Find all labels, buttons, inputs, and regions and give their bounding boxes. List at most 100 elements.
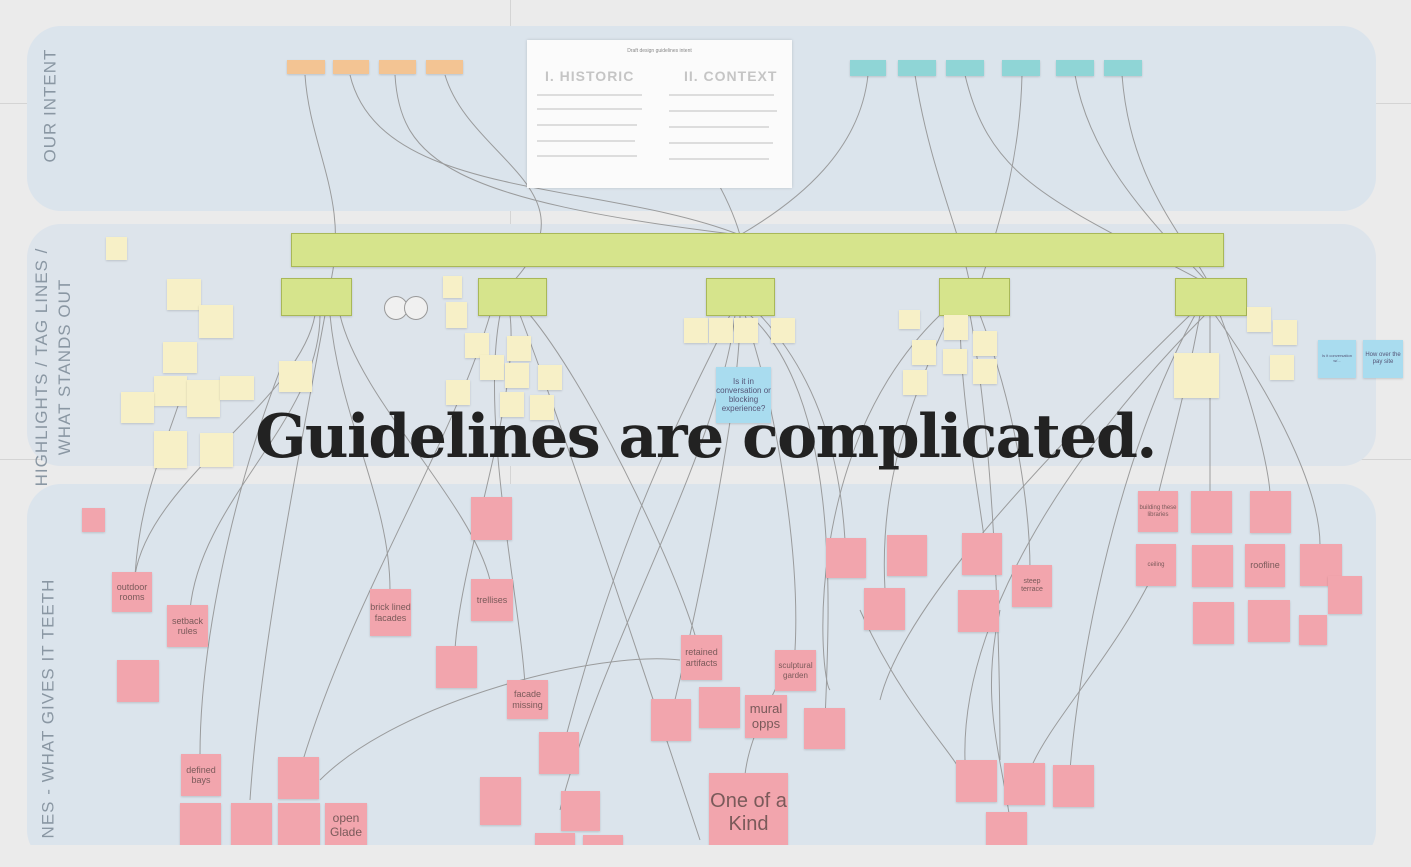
- yellow-note[interactable]: [771, 318, 795, 343]
- pink-note[interactable]: [1193, 602, 1234, 644]
- green-tag[interactable]: [1175, 278, 1247, 316]
- yellow-note[interactable]: [973, 331, 997, 356]
- pink-note[interactable]: building these libraries: [1138, 491, 1178, 532]
- teal-note[interactable]: [946, 60, 984, 76]
- pink-note[interactable]: [180, 803, 221, 848]
- yellow-note[interactable]: [480, 355, 504, 380]
- pink-note[interactable]: [1053, 765, 1094, 807]
- pink-note[interactable]: [82, 508, 105, 532]
- pink-note[interactable]: mural opps: [745, 695, 787, 738]
- intent-document[interactable]: Draft design guidelines intent I. HISTOR…: [527, 40, 792, 188]
- green-tag[interactable]: [939, 278, 1010, 316]
- yellow-note[interactable]: [106, 237, 127, 260]
- yellow-note[interactable]: [163, 342, 197, 373]
- pink-note[interactable]: [436, 646, 477, 688]
- pink-note[interactable]: [651, 699, 691, 741]
- pink-note[interactable]: One of a Kind: [709, 773, 788, 853]
- orange-note[interactable]: [333, 60, 369, 74]
- pink-note[interactable]: [804, 708, 845, 749]
- yellow-note[interactable]: [943, 349, 967, 374]
- pink-note[interactable]: [117, 660, 159, 702]
- pink-note[interactable]: [471, 497, 512, 540]
- teal-note[interactable]: [850, 60, 886, 76]
- yellow-note[interactable]: [1247, 307, 1271, 332]
- orange-note[interactable]: [379, 60, 416, 74]
- yellow-note[interactable]: [443, 276, 462, 298]
- yellow-note[interactable]: [1174, 353, 1219, 398]
- pink-note[interactable]: outdoor rooms: [112, 572, 152, 612]
- yellow-note[interactable]: [530, 395, 554, 420]
- center-blue-note[interactable]: Is it in conversation or blocking experi…: [716, 367, 771, 423]
- yellow-note[interactable]: [200, 433, 233, 467]
- pink-note[interactable]: [1299, 615, 1327, 645]
- teal-note[interactable]: [1056, 60, 1094, 76]
- yellow-note[interactable]: [154, 376, 187, 406]
- orange-note[interactable]: [287, 60, 325, 74]
- yellow-note[interactable]: [279, 361, 312, 392]
- yellow-note[interactable]: [220, 376, 254, 400]
- yellow-note[interactable]: [944, 315, 968, 340]
- yellow-note[interactable]: [1270, 355, 1294, 380]
- teal-note[interactable]: [1002, 60, 1040, 76]
- pink-note[interactable]: setback rules: [167, 605, 208, 647]
- pink-note[interactable]: [1004, 763, 1045, 805]
- right-blue-note[interactable]: How over the pay site: [1363, 340, 1403, 378]
- pink-note[interactable]: [962, 533, 1002, 575]
- pink-note[interactable]: [231, 803, 272, 848]
- pink-note[interactable]: ceiling: [1136, 544, 1176, 586]
- pink-note[interactable]: roofline: [1245, 544, 1285, 587]
- green-tag[interactable]: [706, 278, 775, 316]
- yellow-note[interactable]: [684, 318, 708, 343]
- pink-note[interactable]: [539, 732, 579, 774]
- yellow-note[interactable]: [538, 365, 562, 390]
- yellow-note[interactable]: [709, 318, 733, 343]
- yellow-note[interactable]: [465, 333, 489, 358]
- pink-note[interactable]: [1328, 576, 1362, 614]
- orange-note[interactable]: [426, 60, 463, 74]
- pink-note[interactable]: [561, 791, 600, 831]
- yellow-note[interactable]: [1273, 320, 1297, 345]
- pink-note[interactable]: [1191, 491, 1232, 533]
- yellow-note[interactable]: [912, 340, 936, 365]
- green-tag[interactable]: [478, 278, 547, 316]
- pink-note[interactable]: [864, 588, 905, 630]
- yellow-note[interactable]: [121, 392, 154, 423]
- pink-note[interactable]: [699, 687, 740, 728]
- yellow-note[interactable]: [903, 370, 927, 395]
- pink-note[interactable]: [826, 538, 866, 578]
- teal-note[interactable]: [898, 60, 936, 76]
- pink-note[interactable]: open Glade: [325, 803, 367, 848]
- pink-note[interactable]: [1192, 545, 1233, 587]
- pink-note[interactable]: retained artifacts: [681, 635, 722, 680]
- pink-note[interactable]: [958, 590, 999, 632]
- yellow-note[interactable]: [154, 431, 187, 468]
- pink-note[interactable]: [956, 760, 997, 802]
- pink-note[interactable]: steep terrace: [1012, 565, 1052, 607]
- yellow-note[interactable]: [507, 336, 531, 361]
- pink-note[interactable]: [887, 535, 927, 576]
- pink-note[interactable]: [480, 777, 521, 825]
- yellow-note[interactable]: [199, 305, 233, 338]
- yellow-note[interactable]: [505, 363, 529, 388]
- pink-note[interactable]: defined bays: [181, 754, 221, 796]
- pink-note[interactable]: [278, 757, 319, 799]
- pink-note[interactable]: facade missing: [507, 680, 548, 719]
- pink-note[interactable]: sculptural garden: [775, 650, 816, 691]
- yellow-note[interactable]: [973, 359, 997, 384]
- teal-note[interactable]: [1104, 60, 1142, 76]
- green-header-bar[interactable]: [291, 233, 1224, 267]
- yellow-note[interactable]: [167, 279, 201, 310]
- pink-note[interactable]: [1248, 600, 1290, 642]
- pink-note[interactable]: [278, 803, 320, 848]
- green-tag[interactable]: [281, 278, 352, 316]
- yellow-note[interactable]: [500, 392, 524, 417]
- yellow-note[interactable]: [446, 380, 470, 405]
- right-blue-note[interactable]: Is it conversation w/...: [1318, 340, 1356, 378]
- yellow-note[interactable]: [734, 318, 758, 343]
- pink-note[interactable]: trellises: [471, 579, 513, 621]
- yellow-note[interactable]: [187, 380, 220, 417]
- yellow-note[interactable]: [899, 310, 920, 329]
- yellow-note[interactable]: [446, 302, 467, 328]
- pink-note[interactable]: [1250, 491, 1291, 533]
- pink-note[interactable]: brick lined facades: [370, 589, 411, 636]
